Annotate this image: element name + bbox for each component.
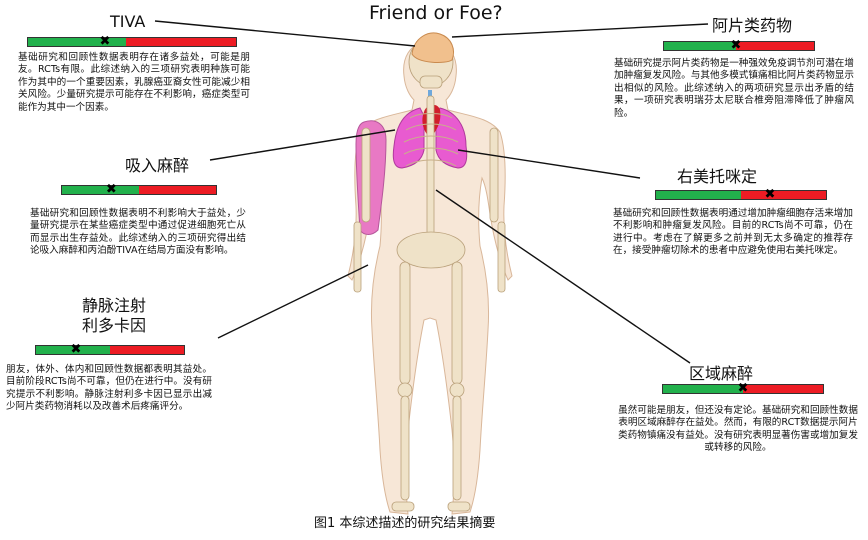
pointer-line-tiva [154,20,416,47]
left-knee [397,382,413,398]
figure-caption: 图1 本综述描述的研究结果摘要 [314,516,496,531]
panel-text-lidocaine: 朋友，体外、体内和回顾性数据都表明其益处。目前阶段RCTs尚不可靠，但仍在进行中… [6,364,212,413]
gauge-harm-segment [110,346,184,354]
gauge-benefit-segment [663,385,743,393]
gauge-benefit-segment [664,42,736,50]
jaw [419,75,443,89]
gauge-marker-icon: ✖ [737,381,749,396]
gauge-benefit-segment [656,191,741,199]
gauge-marker-icon: ✖ [99,34,111,49]
gauge-harm-segment [139,186,216,194]
panel-text-inhaled: 基础研究和回顾性数据表明不利影响大于益处，少量研究提示在某些癌症类型中通过促进细… [30,208,246,257]
brain [411,32,454,63]
gauge-marker-icon: ✖ [764,187,776,202]
gauge-marker-icon: ✖ [70,342,82,357]
left-humerus [361,127,371,223]
gauge-harm-segment [741,191,826,199]
right-tibia [452,395,462,501]
pointer-line-inhaled [209,129,396,161]
right-humerus [489,127,499,223]
page-title: Friend or Foe? [369,2,503,24]
gauge-benefit-segment [62,186,139,194]
pelvis [396,231,466,269]
right-knee [449,382,465,398]
panel-heading-opioids: 阿片类药物 [712,16,793,35]
left-forearm [353,221,362,293]
skin-outline [347,41,513,515]
spine [426,95,435,247]
right-forearm [497,221,506,293]
gauge-harm-segment [736,42,814,50]
left-foot [391,501,415,512]
panel-heading-dexmedetomidine: 右美托咪定 [677,167,758,186]
pointer-line-opioids [451,23,709,38]
left-tibia [400,395,410,501]
gauge-dexmedetomidine: ✖ [655,187,827,202]
pointer-line-dexmedetomidine [457,149,641,179]
gauge-inhaled: ✖ [61,182,217,197]
panel-text-dexmedetomidine: 基础研究和回顾性数据表明通过增加肿瘤细胞存活来增加不利影响和肿瘤复发风险。目前的… [613,208,853,257]
panel-heading-tiva: TIVA [110,12,146,31]
gauge-marker-icon: ✖ [730,38,742,53]
panel-heading-inhaled: 吸入麻醉 [125,156,190,175]
panel-text-opioids: 基础研究提示阿片类药物是一种强效免疫调节剂可潜在增加肿瘤复发风险。与其他多模式镇… [614,58,854,119]
pointer-lines [154,20,709,364]
ribs [403,113,459,167]
gauge-harm-segment [125,38,236,46]
panel-heading-regional: 区域麻醉 [689,364,754,383]
gauge-benefit-segment [36,346,110,354]
gauge-opioids: ✖ [663,38,815,53]
pointer-line-regional [435,189,691,364]
left-lung [392,107,425,169]
body-silhouette [347,41,513,515]
gauge-marker-icon: ✖ [105,182,117,197]
gauge-regional: ✖ [662,381,824,396]
right-foot [447,501,471,512]
gauge-harm-segment [743,385,823,393]
panel-text-regional: 虽然可能是朋友，但还没有定论。基础研究和回顾性数据表明区域麻醉存在益处。然而，有… [618,405,858,454]
gauge-lidocaine: ✖ [35,342,185,357]
gauge-benefit-segment [28,38,126,46]
panel-text-tiva: 基础研究和回顾性数据表明存在诸多益处，可能是朋友。RCTs有限。此综述纳入的三项… [18,52,250,113]
right-lung [435,107,468,169]
right-femur [451,261,463,385]
bones [353,32,506,512]
left-femur [399,261,411,385]
panel-heading-lidocaine: 静脉注射 利多卡因 [82,296,147,335]
gauge-tiva: ✖ [27,34,237,49]
pointer-line-lidocaine [217,264,369,339]
